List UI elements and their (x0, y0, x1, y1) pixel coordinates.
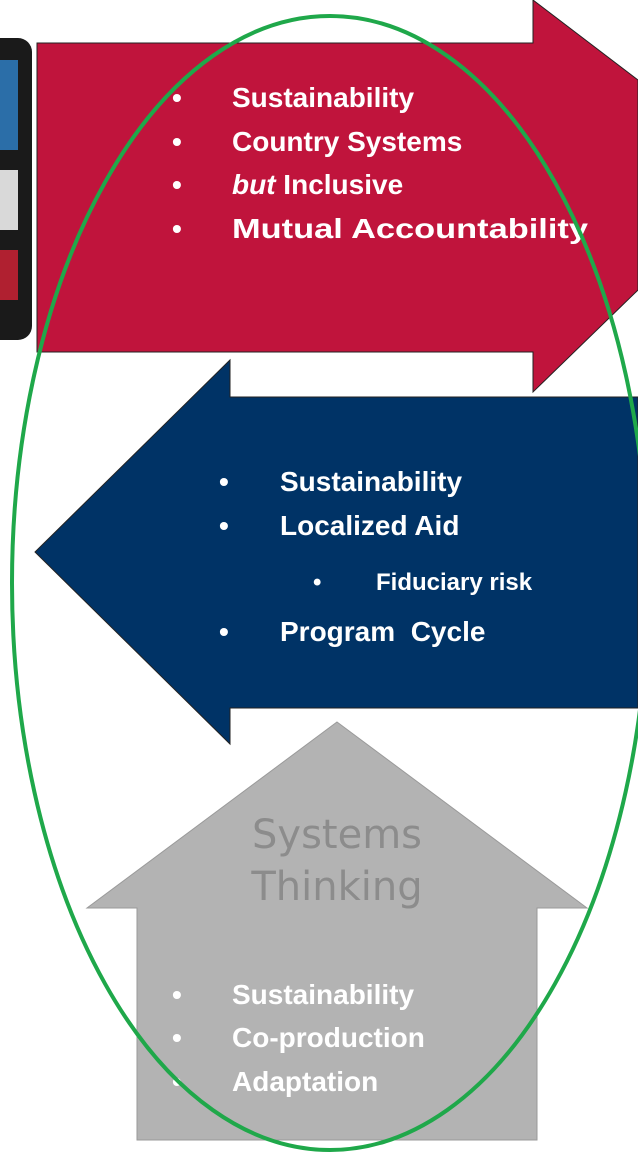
bullet-icon: • (172, 82, 182, 113)
list-item-sub: • Fiduciary risk (313, 569, 533, 596)
list-item: • Sustainability (172, 979, 414, 1010)
list-item: • Sustainability (219, 466, 462, 497)
blue-arrow-list: • Sustainability • Localized Aid • Fiduc… (219, 466, 533, 647)
bullet-icon: • (172, 979, 182, 1010)
systems-thinking-title-line2: Thinking (250, 864, 422, 910)
list-item-label: Localized Aid (280, 510, 459, 541)
list-item: • Co-production (172, 1022, 425, 1053)
logo-blue-band (0, 60, 18, 150)
bullet-icon: • (219, 510, 229, 541)
gray-house-shape (85, 721, 589, 1141)
red-arrow-list: • Sustainability • Country Systems • but… (172, 82, 589, 244)
logo-icon (0, 38, 32, 340)
list-item-label: Sustainability (232, 979, 414, 1010)
bullet-icon: • (172, 126, 182, 157)
list-item: • Country Systems (172, 126, 462, 157)
list-item-prefix: but (232, 169, 277, 200)
list-item-label: Program Cycle (280, 616, 485, 647)
bullet-icon: • (172, 213, 182, 244)
list-item: • Mutual Accountability (172, 213, 589, 244)
systems-thinking-title-line1: Systems (252, 812, 422, 858)
list-item-label: Sustainability (280, 466, 462, 497)
gray-house-content: Systems Thinking • Sustainability • Co-p… (172, 812, 425, 1097)
bullet-icon: • (219, 466, 229, 497)
list-item-label: Fiduciary risk (376, 569, 533, 596)
list-item-label: Co-production (232, 1022, 425, 1053)
list-item: • but Inclusive (172, 169, 403, 200)
bullet-icon: • (172, 1022, 182, 1053)
bullet-icon: • (219, 616, 229, 647)
list-item-label: Mutual Accountability (232, 213, 589, 244)
list-item-suffix: Inclusive (276, 169, 404, 200)
bullet-icon: • (313, 569, 321, 596)
red-arrow-shape (36, 0, 638, 394)
bullet-icon: • (172, 169, 182, 200)
list-item-label: Adaptation (232, 1066, 378, 1097)
list-item-label: but Inclusive (232, 169, 403, 200)
list-item: • Program Cycle (219, 616, 485, 647)
blue-arrow-shape (34, 358, 638, 746)
logo-red-band (0, 250, 18, 300)
logo-light-band (0, 170, 18, 230)
list-item-label: Sustainability (232, 82, 414, 113)
list-item-label: Country Systems (232, 126, 462, 157)
list-item: • Sustainability (172, 82, 414, 113)
highlight-ellipse (10, 14, 638, 1152)
list-item: • Localized Aid (219, 510, 459, 541)
